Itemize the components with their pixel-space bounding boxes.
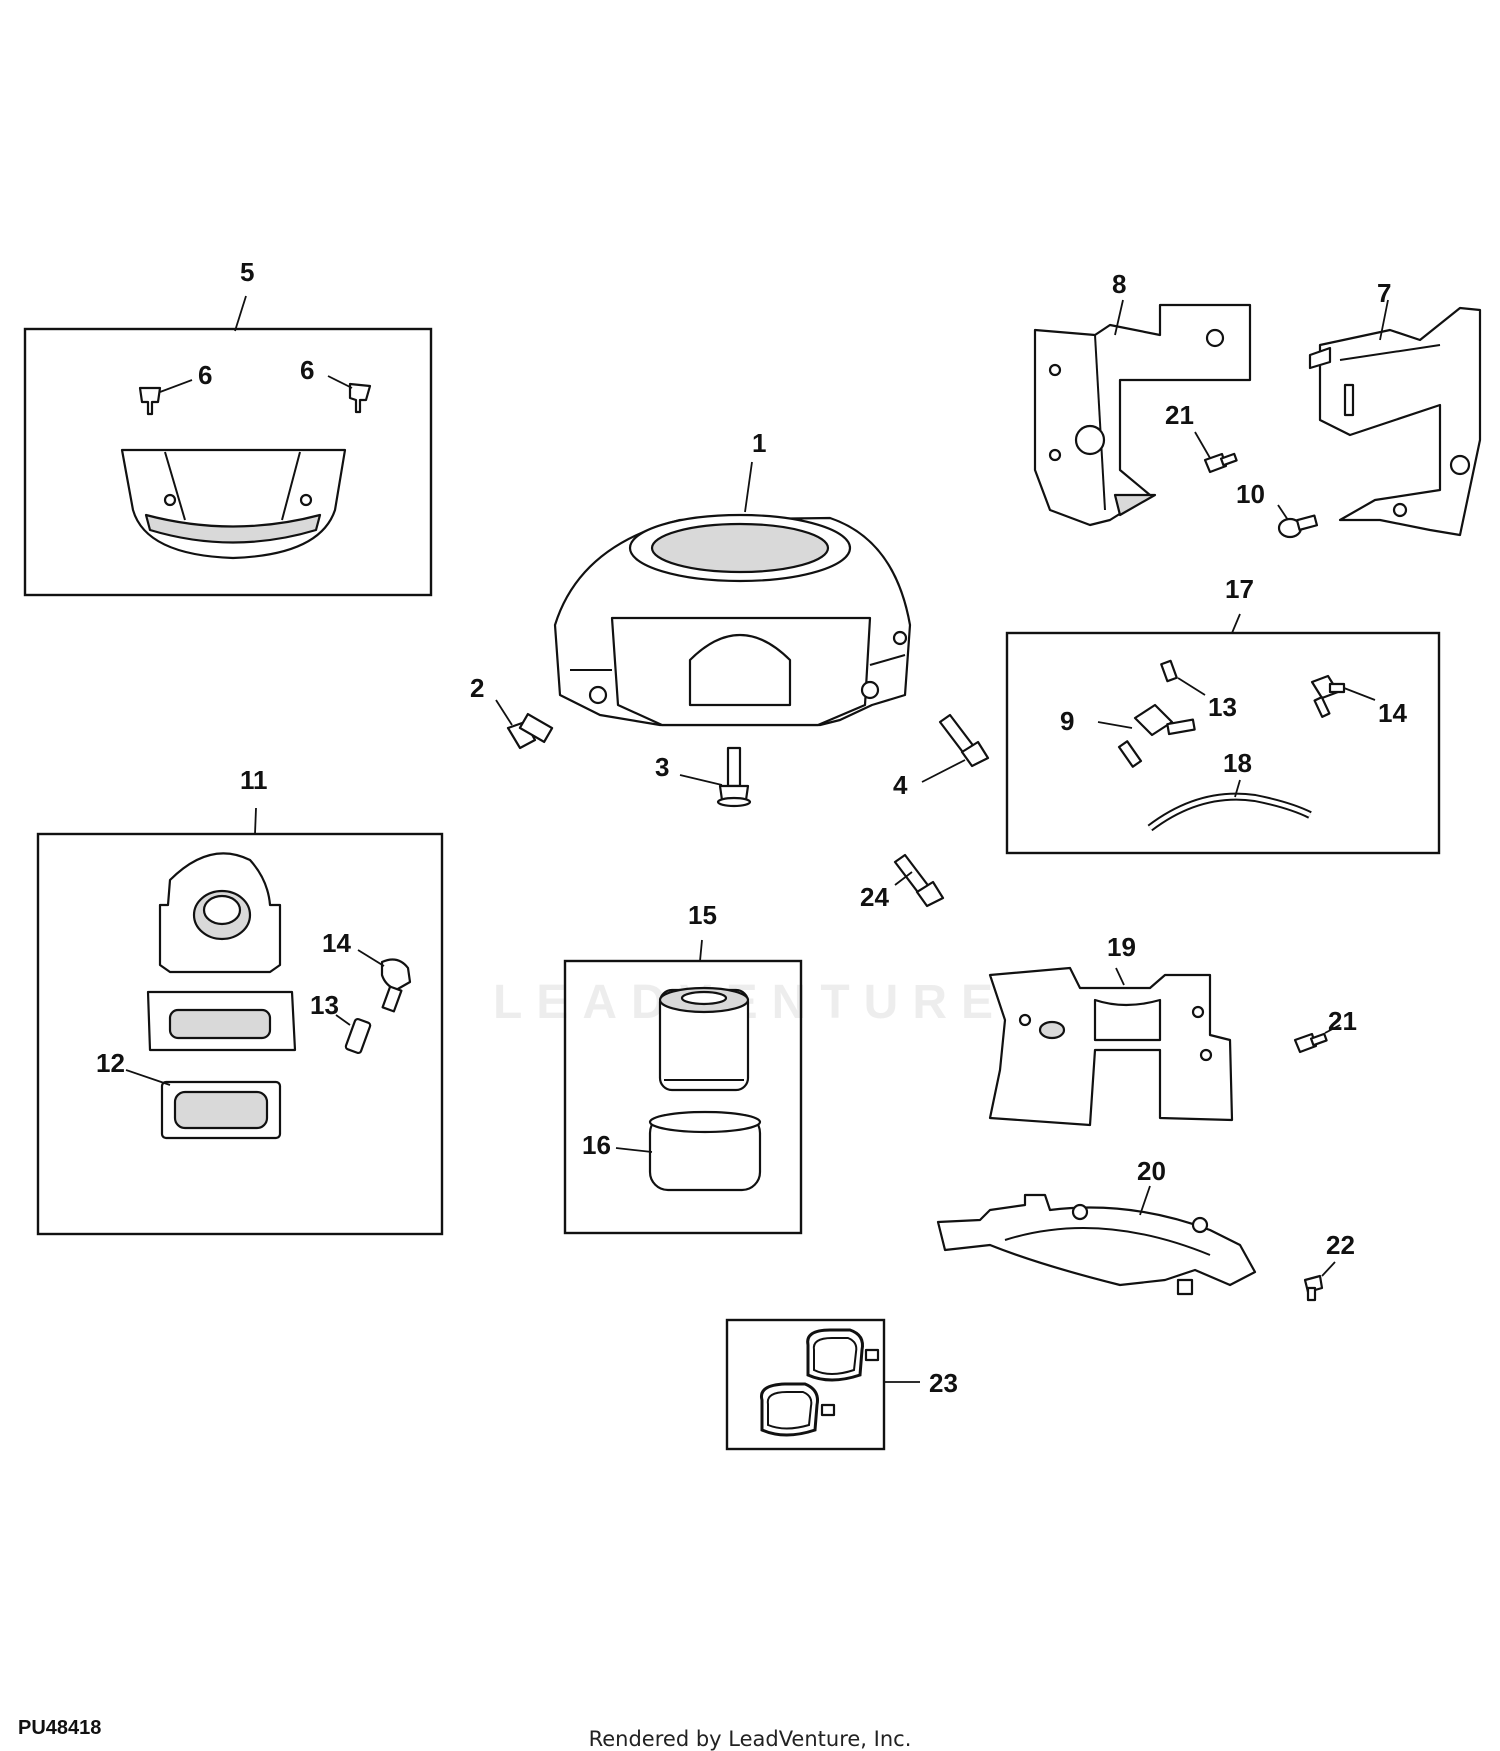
group-box-15 (563, 959, 803, 1235)
part-18-line (1147, 792, 1312, 832)
callout-10: 10 (1236, 479, 1265, 509)
callout-2: 2 (470, 673, 484, 703)
group-box-11 (36, 832, 444, 1236)
callout-6a: 6 (198, 360, 212, 390)
part-13-plug-a (1160, 659, 1178, 683)
callout-5: 5 (240, 257, 254, 287)
callout-9: 9 (1060, 706, 1074, 736)
diagram-reference-code: PU48418 (18, 1717, 102, 1739)
callout-19: 19 (1107, 932, 1136, 962)
part-20-deflector (936, 1193, 1257, 1296)
group-box-5 (23, 327, 433, 597)
callout-11: 11 (240, 765, 268, 795)
callout-20: 20 (1137, 1156, 1166, 1186)
part-12-gasket (160, 1080, 282, 1140)
callout-6b: 6 (300, 355, 314, 385)
callout-13b: 13 (310, 990, 339, 1020)
part-13-plug-b (344, 1017, 372, 1055)
callout-13a: 13 (1208, 692, 1237, 722)
callout-8: 8 (1112, 269, 1126, 299)
callout-17: 17 (1225, 574, 1254, 604)
part-23-clamp-top (806, 1328, 880, 1382)
part-7-shroud (1308, 306, 1482, 537)
part-4-bolt (938, 713, 990, 768)
part-22-screw (1303, 1274, 1324, 1302)
part-21-screw-top (1203, 452, 1238, 474)
part-5-cover (120, 448, 347, 560)
part-19-baffle (988, 966, 1234, 1127)
callout-1: 1 (752, 428, 766, 458)
part-9-valve (1117, 703, 1196, 768)
part-10-screw (1277, 514, 1319, 539)
part-14-fitting-b (380, 958, 412, 1013)
part-24-bolt (893, 853, 945, 908)
part-6-knob-right (348, 382, 372, 414)
part-15-filter (658, 986, 750, 1092)
part-23-clamp-bottom (759, 1382, 836, 1437)
callout-3: 3 (655, 752, 669, 782)
group-box-17 (1005, 631, 1441, 855)
part-16-pre-cleaner (648, 1110, 762, 1192)
callout-21b: 21 (1328, 1006, 1357, 1036)
callout-16: 16 (582, 1130, 611, 1160)
callout-23: 23 (929, 1368, 958, 1398)
part-11-air-cleaner-base (146, 852, 297, 1052)
callout-7: 7 (1377, 278, 1391, 308)
part-2-bolt (506, 712, 554, 750)
part-3-bolt (716, 746, 752, 808)
callout-22: 22 (1326, 1230, 1355, 1260)
callout-24: 24 (860, 882, 889, 912)
callout-21a: 21 (1165, 400, 1194, 430)
callout-4: 4 (893, 770, 908, 800)
callout-14a: 14 (1378, 698, 1407, 728)
part-14-fitting-a (1310, 674, 1346, 718)
part-6-knob-left (138, 386, 162, 416)
render-credit: Rendered by LeadVenture, Inc. (588, 1727, 912, 1751)
callout-15: 15 (688, 900, 717, 930)
part-21-screw-bottom (1293, 1032, 1328, 1054)
callout-12: 12 (96, 1048, 125, 1078)
part-8-shroud (1033, 303, 1252, 527)
part-1-blower-housing (553, 513, 912, 727)
callout-14b: 14 (322, 928, 351, 958)
callout-18: 18 (1223, 748, 1252, 778)
group-box-23 (725, 1318, 886, 1451)
